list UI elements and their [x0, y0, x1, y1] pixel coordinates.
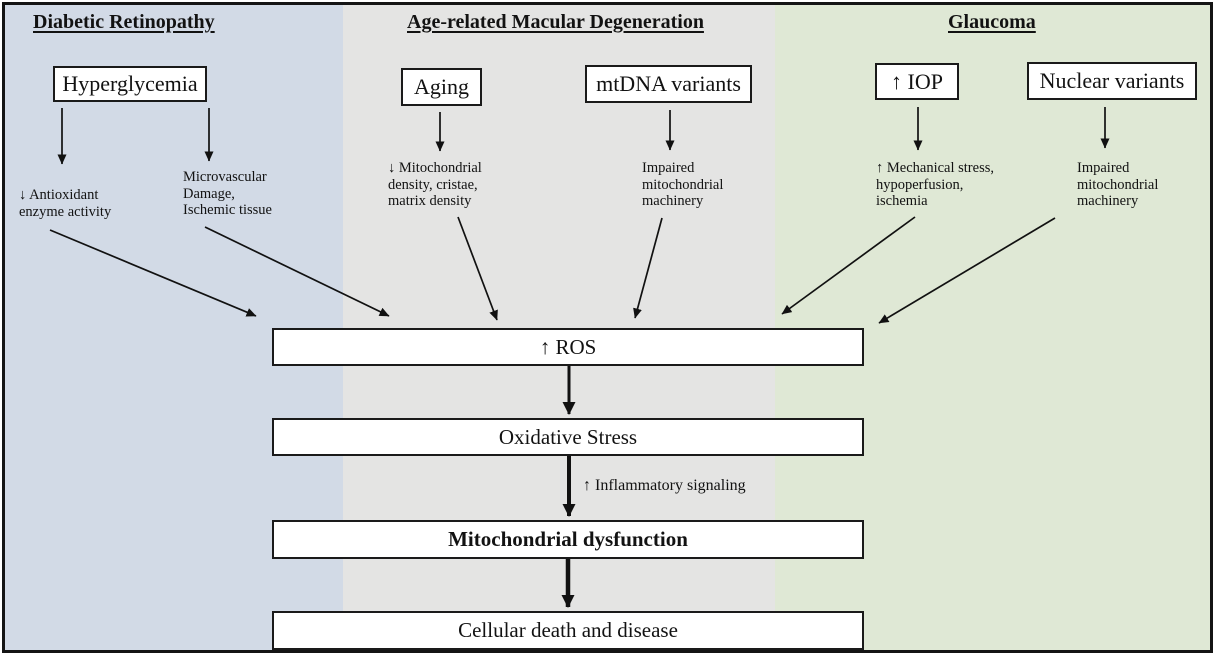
note-line: mitochondrial: [1077, 176, 1159, 193]
note-antioxidant-enzyme-activity: ↓ Antioxidant enzyme activity: [19, 187, 111, 220]
arrow-antioxidant-to-ros: [49, 229, 257, 317]
inflammatory-signaling-label: ↑ Inflammatory signaling: [583, 477, 746, 494]
note-line: Damage,: [183, 185, 235, 202]
note-line: matrix density: [388, 193, 472, 209]
box-mitochondrial-dysfunction: Mitochondrial dysfunction: [272, 520, 864, 559]
arrow-impaired-amd-to-ros: [633, 217, 663, 319]
note-line: Impaired: [1077, 160, 1130, 176]
note-line: enzyme activity: [19, 203, 112, 220]
column-title-diabetic-retinopathy: Diabetic Retinopathy: [33, 11, 215, 33]
box-oxidative-stress: Oxidative Stress: [272, 418, 864, 456]
note-mechanical-stress: ↑ Mechanical stress, hypoperfusion, isch…: [876, 160, 994, 210]
note-line: hypoperfusion,: [876, 176, 964, 193]
arrow-density-to-ros: [457, 216, 498, 321]
box-hyperglycemia: Hyperglycemia: [53, 66, 207, 102]
column-title-amd: Age-related Macular Degeneration: [407, 11, 704, 33]
arrow-impaired-glaucoma-to-ros: [878, 217, 1056, 324]
box-nuclear-variants: Nuclear variants: [1027, 62, 1197, 100]
box-ros: ↑ ROS: [272, 328, 864, 366]
note-line: mitochondrial: [642, 176, 724, 193]
note-line: machinery: [642, 193, 704, 209]
note-line: ↓ Antioxidant: [19, 187, 99, 203]
note-line: density, cristae,: [388, 176, 478, 193]
box-mtdna-variants: mtDNA variants: [585, 65, 752, 103]
box-cellular-death: Cellular death and disease: [272, 611, 864, 650]
note-impaired-machinery-amd: Impaired mitochondrial machinery: [642, 160, 723, 210]
note-line: Microvascular: [183, 169, 267, 185]
note-line: Impaired: [642, 160, 695, 176]
box-aging: Aging: [401, 68, 482, 106]
column-title-glaucoma: Glaucoma: [948, 11, 1036, 33]
note-line: ischemia: [876, 193, 928, 209]
box-iop: ↑ IOP: [875, 63, 959, 100]
note-mitochondrial-density: ↓ Mitochondrial density, cristae, matrix…: [388, 160, 482, 210]
note-line: ↓ Mitochondrial: [388, 160, 482, 176]
note-line: Ischemic tissue: [183, 202, 272, 218]
arrow-mechanical-to-ros: [781, 216, 916, 315]
note-impaired-machinery-glaucoma: Impaired mitochondrial machinery: [1077, 160, 1158, 210]
note-line: ↑ Mechanical stress,: [876, 160, 994, 176]
note-microvascular-damage: Microvascular Damage, Ischemic tissue: [183, 169, 272, 219]
arrow-microvascular-to-ros: [204, 226, 390, 317]
note-line: machinery: [1077, 193, 1139, 209]
